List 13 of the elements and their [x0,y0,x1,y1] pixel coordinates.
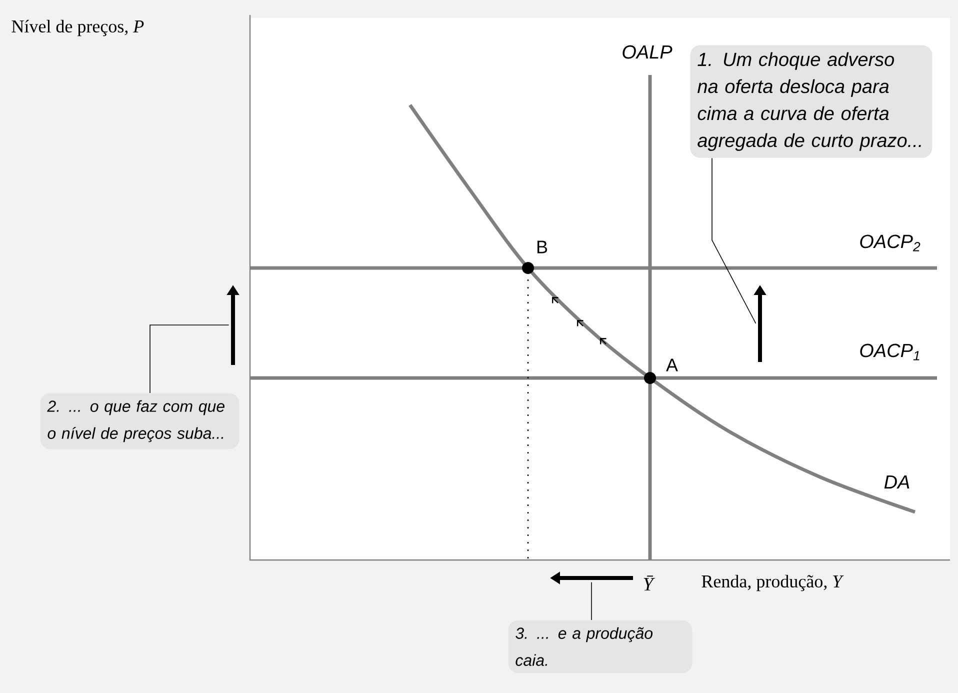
callout-box: 2. ... o que faz com que o nível de preços suba... [40,393,240,450]
curve-label: OACP$_{1}$ [860,344,920,360]
point-label: B [537,240,548,254]
curve-label: OALP [622,45,672,59]
curve-label: DA [884,475,910,489]
leader-line [591,582,592,620]
point-label: A [666,358,678,372]
curve-label: OACP$_{2}$ [860,234,920,252]
axis-tick-label: Ȳ [644,576,655,590]
callout-box: 3. ... e a produção caia. [508,620,692,673]
axis-title: Renda, produção, Y [702,574,844,592]
callout-box: 1. Um choque adverso na oferta desloca para cima a curva de oferta agregada de curto prazo... [690,45,932,158]
axis-title: Nível de preços, P [12,20,144,36]
